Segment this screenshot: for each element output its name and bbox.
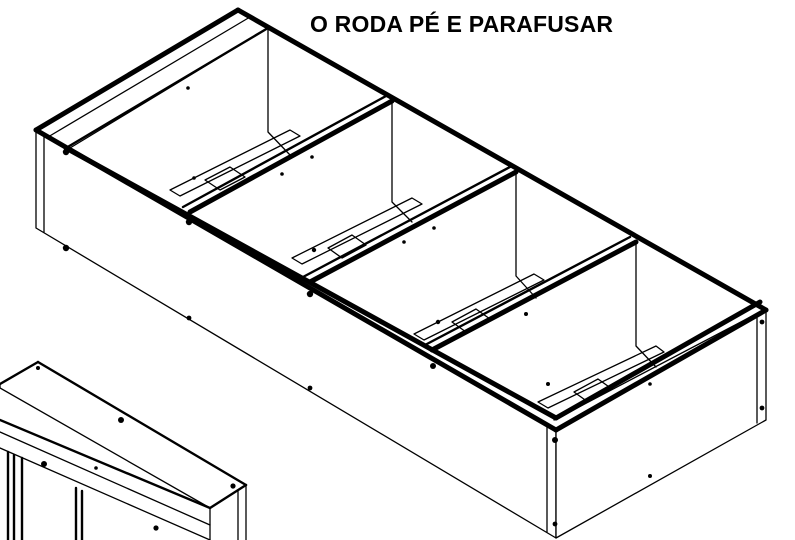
plinth-top-back-edge bbox=[235, 7, 769, 313]
instruction-title: O RODA PÉ E PARAFUSAR bbox=[310, 11, 614, 37]
cabinet-body bbox=[0, 360, 248, 540]
plinth-dividers bbox=[181, 94, 639, 353]
plinth-back-wall bbox=[267, 27, 291, 156]
plinth-screw-holes bbox=[62, 86, 765, 527]
plinth-right-panel bbox=[555, 309, 767, 539]
plinth-frame bbox=[33, 7, 769, 539]
plinth-left-end bbox=[35, 9, 269, 149]
